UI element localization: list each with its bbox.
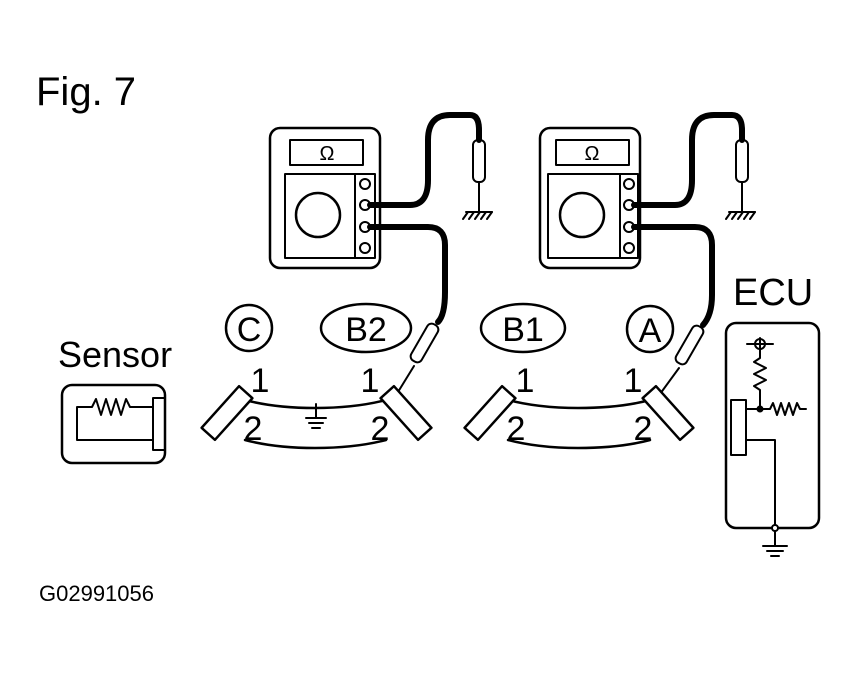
connector-b1-body[interactable] [463,384,517,442]
connector-label-b1: B1 [479,302,567,354]
pin-label-b1-1: 1 [516,362,535,400]
harness-c-b2 [200,384,433,450]
ecu-terminal [730,399,747,456]
svg-text:B2: B2 [345,311,387,349]
ground-symbol-ecu [762,530,788,557]
meter-left-jack-1[interactable] [359,178,371,190]
meter-right-dial [558,191,606,239]
meter-right-jack-4[interactable] [623,242,635,254]
connector-label-a: A [625,304,675,354]
probe-right-connector[interactable] [674,324,705,366]
figure-title: Fig. 7 [36,70,137,114]
meter-left-display: Ω [320,143,335,165]
connector-c-body[interactable] [200,384,254,442]
ecu-pullup-resistor [753,349,767,409]
ecu-box [724,321,821,557]
harness-b1-a [463,384,695,450]
connector-label-c: C [224,303,274,353]
meter-left-lead-ground [367,112,482,208]
sensor-resistor [76,398,154,441]
meter-left-dial [294,191,342,239]
meter-left-jack-4[interactable] [359,242,371,254]
connector-label-b2: B2 [319,302,413,354]
sensor-box [60,383,167,465]
pin-label-b2-1: 1 [361,362,380,400]
pin-label-b2-2: 2 [371,410,390,448]
ohmmeter-right: Ω [538,126,642,270]
probe-left-connector[interactable] [409,322,440,364]
svg-text:C: C [237,311,262,349]
probe-left-ground[interactable] [472,139,486,183]
sensor-terminal [152,397,166,451]
ground-symbol-left-probe [462,211,493,220]
pin-label-c-2: 2 [244,410,263,448]
meter-right-lead-ground [631,112,745,208]
probe-right-ground[interactable] [735,139,749,183]
meter-right-lead-probe [631,224,715,328]
connector-b2-body[interactable] [379,384,433,442]
figure-code: G02991056 [39,581,154,606]
svg-text:B1: B1 [502,311,544,349]
ground-symbol-right-probe [725,211,756,220]
ecu-label: ECU [733,272,814,314]
pin-label-a-1: 1 [624,362,643,400]
pin-label-c-1: 1 [251,362,270,400]
meter-right-jack-1[interactable] [623,178,635,190]
sensor-label: Sensor [58,334,173,375]
meter-right-display: Ω [585,143,600,165]
pin-label-a-2: 2 [634,410,653,448]
meter-left-lead-probe [367,224,448,325]
ohmmeter-left: Ω [268,126,382,270]
ecu-series-resistor [759,402,807,416]
pin-label-b1-2: 2 [507,410,526,448]
svg-text:A: A [639,312,662,350]
connector-a-body[interactable] [641,384,695,442]
